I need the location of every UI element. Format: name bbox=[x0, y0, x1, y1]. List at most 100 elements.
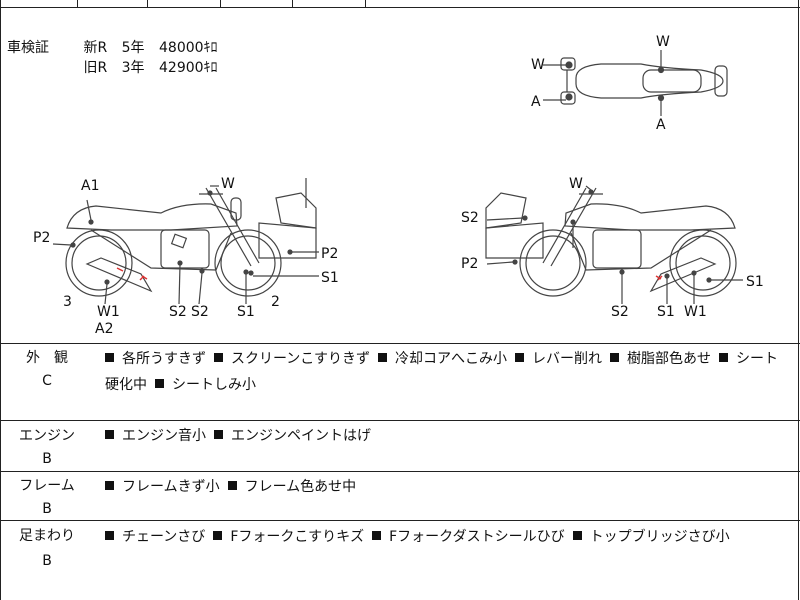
label-l-3: 3 bbox=[63, 294, 72, 310]
divider bbox=[220, 0, 221, 8]
item-line: フレームきず小 フレーム色あせ中 bbox=[105, 474, 795, 500]
condition-item: Fフォークこすりキズ bbox=[205, 529, 364, 545]
bullet-square-icon bbox=[372, 531, 382, 540]
divider bbox=[365, 0, 366, 8]
condition-item-text: 冷却コアへこみ小 bbox=[395, 351, 508, 367]
header-strip bbox=[1, 0, 800, 8]
label-l-p2b: P2 bbox=[321, 246, 338, 262]
motorcycle-diagrams: W W A A bbox=[33, 34, 764, 337]
inspection-kind: 新R bbox=[83, 40, 108, 56]
label-r-w1: W1 bbox=[684, 304, 707, 320]
bullet-square-icon bbox=[105, 481, 114, 490]
condition-item-text: 硬化中 bbox=[105, 377, 147, 393]
condition-item-text: エンジンペイントはげ bbox=[231, 428, 371, 444]
item-line: エンジン音小 エンジンペイントはげ bbox=[105, 423, 795, 449]
damage-marks-right bbox=[655, 275, 663, 281]
condition-item-text: Fフォークダストシールひび bbox=[389, 529, 565, 545]
inspection-label: 車検証 bbox=[7, 40, 49, 56]
inspection-price: 48000ｷﾛ bbox=[159, 40, 218, 56]
label-top-a1: A bbox=[531, 94, 541, 110]
bullet-square-icon bbox=[719, 353, 729, 362]
label-r-s2b: S2 bbox=[611, 304, 629, 320]
condition-item-text: フレームきず小 bbox=[122, 479, 220, 495]
bullet-square-icon bbox=[378, 353, 388, 362]
section-engine: エンジン B エンジン音小 エンジンペイントはげ bbox=[1, 421, 800, 472]
bullet-square-icon bbox=[227, 481, 237, 490]
condition-item-text: トップブリッジさび小 bbox=[589, 529, 730, 545]
label-l-2: 2 bbox=[271, 294, 280, 310]
inspection-info: 車検証 新R 5年 48000ｷﾛ 旧R 3年 42900ｷﾛ bbox=[7, 38, 218, 78]
inspection-price: 42900ｷﾛ bbox=[159, 60, 218, 76]
condition-item-text: スクリーンこすりきず bbox=[231, 351, 371, 367]
condition-item: 冷却コアへこみ小 bbox=[370, 351, 507, 367]
leader-lines-left bbox=[52, 185, 319, 305]
label-l-w: W bbox=[221, 176, 235, 192]
inspection-years: 5年 bbox=[121, 40, 145, 56]
label-l-s1b: S1 bbox=[237, 304, 255, 320]
label-l-a2: A2 bbox=[95, 321, 113, 337]
label-l-p2a: P2 bbox=[33, 230, 50, 246]
condition-item-text: エンジン音小 bbox=[122, 428, 206, 444]
section-grade: B bbox=[42, 451, 52, 467]
bullet-square-icon bbox=[105, 353, 114, 362]
section-title: フレーム bbox=[19, 478, 75, 494]
condition-item-text: シートしみ小 bbox=[172, 377, 256, 393]
item-line: チェーンさび Fフォークこすりキズ Fフォークダストシールひび トップブリッジさび小 bbox=[105, 524, 795, 550]
section-title: 外 観 bbox=[26, 350, 68, 366]
divider bbox=[147, 0, 148, 8]
condition-item-text: チェーンさび bbox=[122, 529, 206, 545]
label-r-p2: P2 bbox=[461, 256, 478, 272]
condition-item: トップブリッジさび小 bbox=[565, 529, 730, 545]
left-side-motorcycle bbox=[65, 178, 317, 297]
condition-item-text: フレーム色あせ中 bbox=[244, 479, 357, 495]
inspection-years: 3年 bbox=[121, 60, 145, 76]
label-l-s2a: S2 bbox=[169, 304, 187, 320]
condition-item-text: 各所うすきず bbox=[122, 351, 206, 367]
label-l-s2b: S2 bbox=[191, 304, 209, 320]
condition-item-text: シート bbox=[736, 351, 779, 367]
condition-item-text: 樹脂部色あせ bbox=[627, 351, 712, 367]
section-title: 足まわり bbox=[19, 528, 75, 544]
condition-item: Fフォークダストシールひび bbox=[364, 529, 565, 545]
right-side-motorcycle bbox=[485, 187, 737, 297]
condition-item: スクリーンこすりきず bbox=[206, 351, 370, 367]
section-suspension: 足まわり B チェーンさび Fフォークこすりキズ Fフォークダストシールひび トップブ… bbox=[1, 521, 800, 600]
top-view-motorcycle bbox=[543, 50, 728, 116]
condition-item: エンジンペイントはげ bbox=[206, 428, 371, 444]
item-line: 各所うすきず スクリーンこすりきず 冷却コアへこみ小 レバー削れ 樹脂部色あせ シート bbox=[105, 346, 795, 372]
condition-item-text: レバー削れ bbox=[532, 351, 603, 367]
condition-item-text: Fフォークこすりキズ bbox=[230, 529, 365, 545]
condition-item: チェーンさび bbox=[105, 529, 205, 545]
bullet-square-icon bbox=[572, 531, 582, 540]
bullet-square-icon bbox=[155, 379, 164, 388]
inspection-row-new: 車検証 新R 5年 48000ｷﾛ bbox=[7, 38, 218, 58]
leader-lines-right bbox=[486, 185, 743, 304]
section-grade: C bbox=[42, 373, 52, 389]
label-top-a2: A bbox=[656, 117, 666, 133]
section-grade: B bbox=[42, 553, 52, 569]
label-top-w1: W bbox=[531, 57, 545, 73]
condition-item: シートしみ小 bbox=[147, 377, 256, 393]
condition-item: フレーム色あせ中 bbox=[220, 479, 357, 495]
condition-item: 硬化中 bbox=[105, 377, 147, 393]
bullet-square-icon bbox=[214, 353, 223, 362]
label-top-w2: W bbox=[656, 34, 670, 50]
bullet-square-icon bbox=[610, 353, 620, 362]
label-r-s1b: S1 bbox=[657, 304, 675, 320]
bullet-square-icon bbox=[105, 430, 114, 439]
section-grade: B bbox=[42, 501, 52, 517]
section-items: エンジン音小 エンジンペイントはげ bbox=[105, 423, 795, 449]
condition-item: エンジン音小 bbox=[105, 428, 206, 444]
section-title: エンジン bbox=[19, 428, 75, 444]
damage-marks-left bbox=[116, 267, 148, 281]
section-exterior: 外 観 C 各所うすきず スクリーンこすりきず 冷却コアへこみ小 レバー削れ 樹脂部色あ… bbox=[1, 344, 800, 421]
label-l-s1a: S1 bbox=[321, 270, 339, 286]
bullet-square-icon bbox=[515, 353, 525, 362]
section-frame: フレーム B フレームきず小 フレーム色あせ中 bbox=[1, 472, 800, 521]
bullet-square-icon bbox=[214, 430, 223, 439]
label-r-s2a: S2 bbox=[461, 210, 479, 226]
label-l-a1: A1 bbox=[81, 178, 99, 194]
condition-item: 樹脂部色あせ bbox=[602, 351, 711, 367]
condition-item: 各所うすきず bbox=[105, 351, 206, 367]
divider bbox=[77, 0, 78, 8]
